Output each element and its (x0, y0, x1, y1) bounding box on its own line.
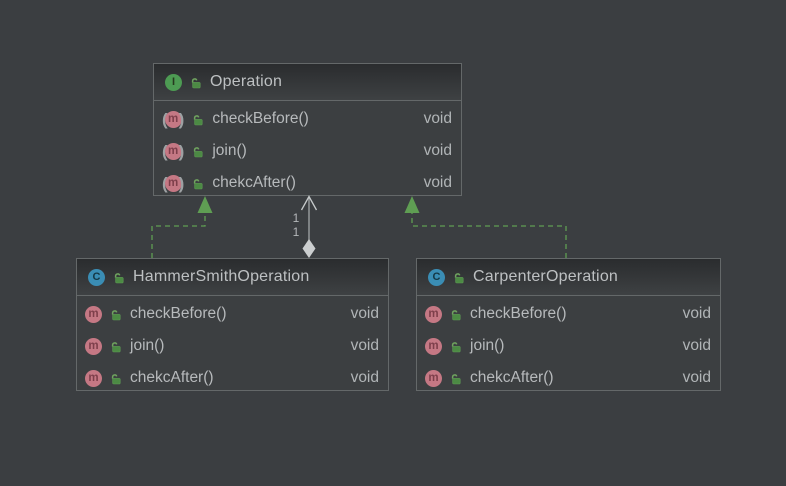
method-name: checkBefore() (212, 110, 309, 127)
method-icon: m (85, 369, 102, 387)
implements-edge-carpenter[interactable] (404, 196, 567, 258)
method-name: checkBefore() (470, 305, 567, 322)
method-row[interactable]: m join() void (417, 330, 720, 362)
abstract-method-icon: (m) (162, 142, 184, 160)
method-row[interactable]: m chekcAfter() void (417, 362, 720, 394)
class-title: HammerSmithOperation (133, 268, 310, 285)
public-lock-icon (451, 373, 461, 384)
abstract-method-icon: (m) (162, 174, 184, 192)
method-return-type: void (350, 369, 379, 386)
class-node-operation[interactable]: I Operation (m) checkBefore() void (153, 63, 462, 196)
aggregation-edge[interactable]: 1 1 (293, 195, 318, 259)
implements-edge-hammersmith[interactable] (151, 196, 213, 258)
class-title: Operation (210, 73, 283, 90)
public-lock-icon (111, 373, 121, 384)
public-lock-icon (114, 272, 124, 283)
method-return-type: void (682, 369, 711, 386)
method-return-type: void (682, 337, 711, 354)
public-lock-icon (191, 77, 201, 88)
method-name: chekcAfter() (470, 369, 554, 386)
method-row[interactable]: (m) chekcAfter() void (154, 167, 461, 199)
method-icon: m (85, 305, 102, 323)
method-return-type: void (350, 305, 379, 322)
public-lock-icon (454, 272, 464, 283)
method-list: (m) checkBefore() void (m) join() voi (154, 101, 461, 199)
public-lock-icon (194, 114, 203, 125)
method-return-type: void (423, 110, 452, 127)
method-name: checkBefore() (130, 305, 227, 322)
method-list: m checkBefore() void m join() void m (77, 296, 388, 394)
class-title: CarpenterOperation (473, 268, 619, 285)
method-row[interactable]: m join() void (77, 330, 388, 362)
method-row[interactable]: m checkBefore() void (77, 298, 388, 330)
public-lock-icon (451, 309, 461, 320)
method-name: join() (470, 337, 505, 354)
method-return-type: void (423, 142, 452, 159)
method-name: chekcAfter() (212, 174, 296, 191)
interface-icon: I (165, 73, 182, 91)
public-lock-icon (111, 309, 121, 320)
method-list: m checkBefore() void m join() void m (417, 296, 720, 394)
class-node-hammersmithoperation[interactable]: C HammerSmithOperation m checkBefore() v… (76, 258, 389, 391)
method-return-type: void (423, 174, 452, 191)
method-row[interactable]: m chekcAfter() void (77, 362, 388, 394)
method-return-type: void (350, 337, 379, 354)
method-return-type: void (682, 305, 711, 322)
class-node-carpenteroperation[interactable]: C CarpenterOperation m checkBefore() voi… (416, 258, 721, 391)
method-icon: m (425, 337, 442, 355)
class-node-header[interactable]: C CarpenterOperation (417, 259, 720, 296)
method-row[interactable]: (m) checkBefore() void (154, 103, 461, 135)
public-lock-icon (194, 178, 203, 189)
method-name: join() (212, 142, 247, 159)
method-row[interactable]: (m) join() void (154, 135, 461, 167)
public-lock-icon (451, 341, 461, 352)
public-lock-icon (194, 146, 203, 157)
public-lock-icon (111, 341, 121, 352)
method-name: chekcAfter() (130, 369, 214, 386)
aggregation-diamond-icon (302, 239, 316, 258)
method-row[interactable]: m checkBefore() void (417, 298, 720, 330)
multiplicity-label: 1 (293, 211, 300, 225)
class-icon: C (88, 268, 105, 286)
class-icon: C (428, 268, 445, 286)
method-icon: m (85, 337, 102, 355)
method-icon: m (425, 369, 442, 387)
method-icon: m (425, 305, 442, 323)
multiplicity-label: 1 (293, 225, 300, 239)
abstract-method-icon: (m) (162, 110, 184, 128)
class-node-header[interactable]: C HammerSmithOperation (77, 259, 388, 296)
class-node-header[interactable]: I Operation (154, 64, 461, 101)
method-name: join() (130, 337, 165, 354)
